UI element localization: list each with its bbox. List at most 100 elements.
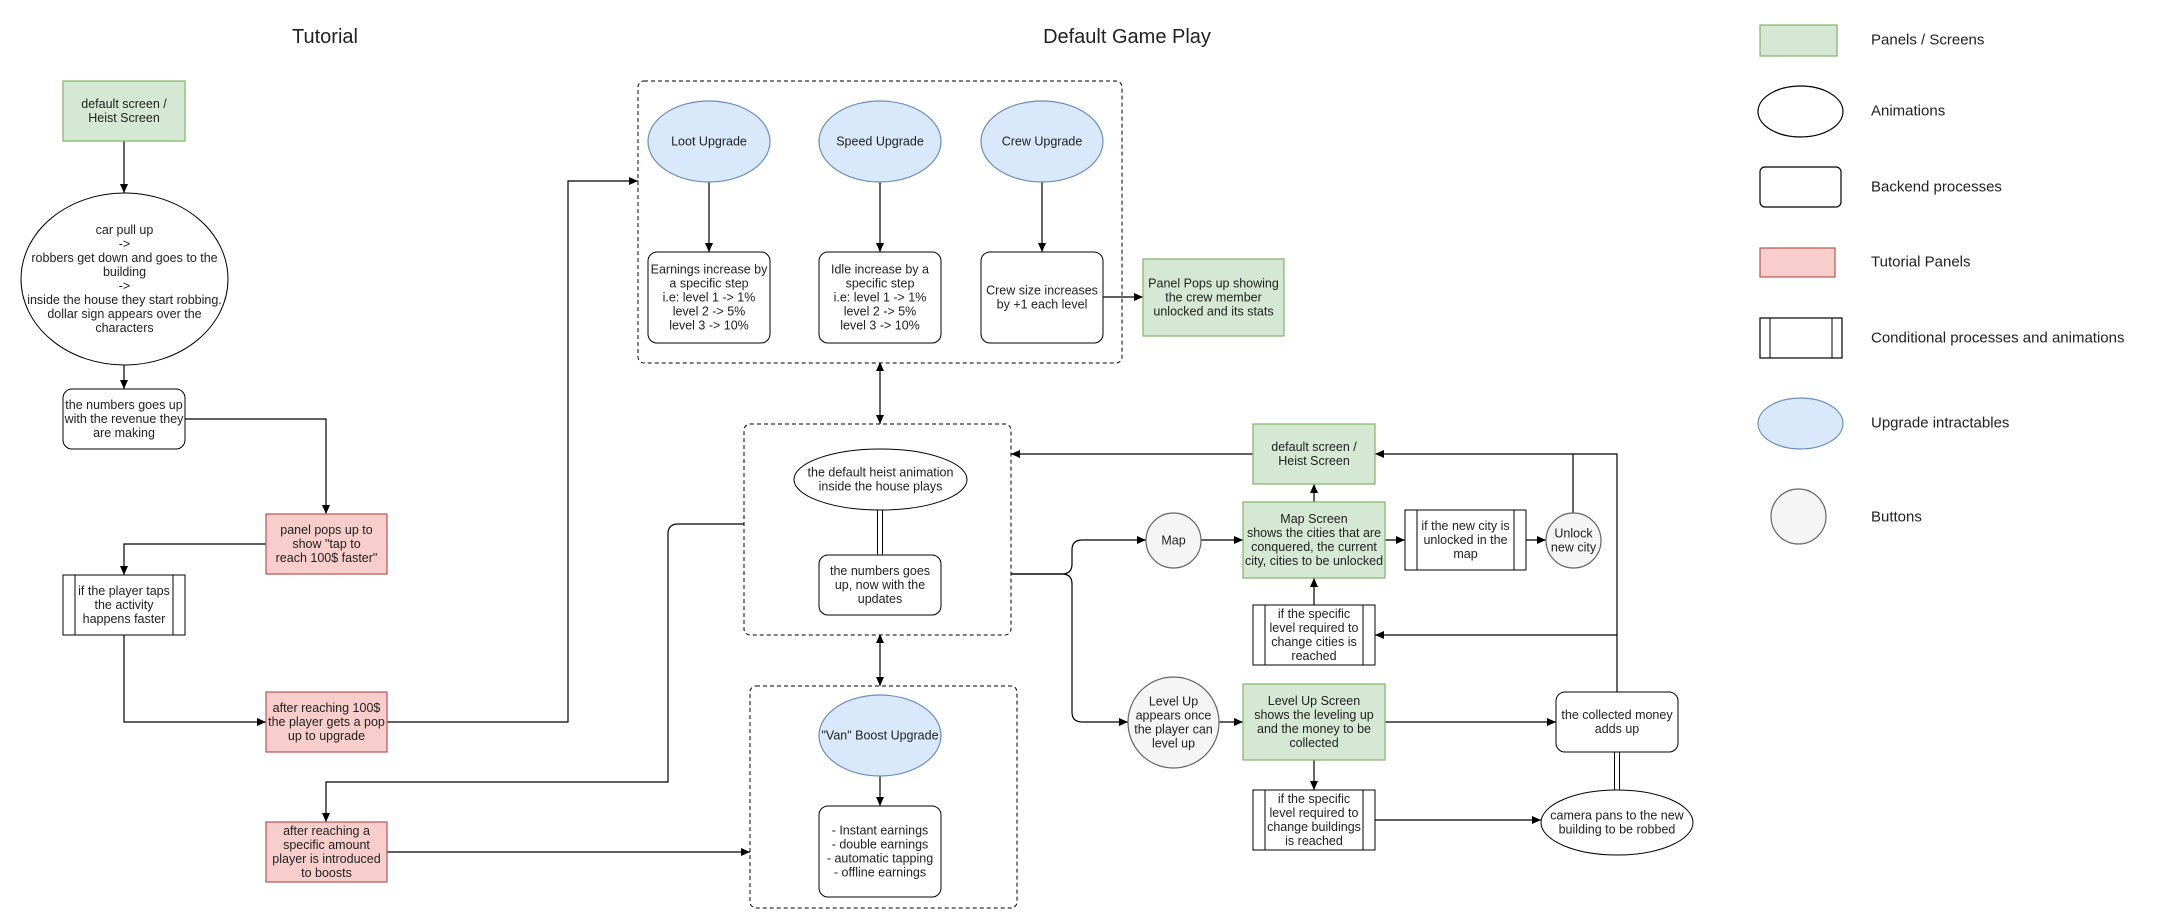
node-text-line: level 3 -> 10%: [840, 319, 920, 333]
legend-label: Backend processes: [1871, 179, 2002, 196]
node-text-line: the player gets a pop: [268, 715, 385, 729]
legend-swatch: [1759, 166, 1842, 208]
node-text-line: new city: [1551, 541, 1597, 555]
node-text-line: if the new city is: [1421, 519, 1509, 533]
legend-buttons: Buttons: [1770, 488, 1922, 545]
node-text-line: up to upgrade: [288, 729, 365, 743]
connector-arrow: [1573, 453, 1618, 692]
node-text-line: are making: [93, 426, 155, 440]
node-text-line: with the revenue they: [64, 412, 185, 426]
map-button[interactable]: Map: [1145, 512, 1202, 569]
node-text-line: shows the leveling up: [1254, 708, 1374, 722]
node-text-line: car pull up: [96, 223, 154, 237]
node-text-line: unlocked and its stats: [1153, 305, 1273, 319]
heist-default-screen: default screen /Heist Screen: [1252, 423, 1376, 485]
node-text-line: a specific step: [669, 277, 748, 291]
node-text-line: Level Up: [1149, 695, 1198, 709]
node-text-line: dollar sign appears over the: [47, 307, 201, 321]
node-text-line: up, now with the: [835, 578, 925, 592]
node-text-line: ->: [119, 237, 130, 251]
node-text-line: characters: [95, 321, 153, 335]
node-text-line: conquered, the current: [1251, 540, 1377, 554]
connector-layer: [120, 141, 1620, 856]
node-text-line: - offline earnings: [834, 866, 926, 880]
node-text-line: happens faster: [83, 612, 166, 626]
node-text-line: Level Up Screen: [1268, 694, 1360, 708]
node-text-line: Idle increase by a: [831, 263, 929, 277]
node-text-line: is reached: [1285, 834, 1343, 848]
legend-swatch: [1759, 247, 1836, 278]
node-text-line: Crew size increases: [986, 284, 1098, 298]
legend-label: Upgrade intractables: [1871, 415, 2009, 432]
node-text-line: - Instant earnings: [832, 824, 929, 838]
legend-conditional: Conditional processes and animations: [1759, 317, 2124, 359]
node-text-line: Loot Upgrade: [671, 135, 747, 149]
node-text-line: the default heist animation: [808, 466, 954, 480]
van-boost-upgrade[interactable]: "Van" Boost Upgrade: [818, 694, 942, 777]
earnings-increase-process: Earnings increase bya specific stepi.e: …: [647, 251, 771, 344]
node-text-line: Map: [1161, 534, 1185, 548]
node-text-line: camera pans to the new: [1550, 809, 1684, 823]
node-text-line: shows the cities that are: [1247, 526, 1381, 540]
boost-effects-process: - Instant earnings- double earnings- aut…: [818, 805, 942, 898]
node-text-line: the player can: [1134, 723, 1213, 737]
node-text-line: level 2 -> 5%: [844, 305, 917, 319]
node-text-line: after reaching 100$: [273, 701, 381, 715]
connector-arrow: [185, 418, 330, 514]
loot-upgrade[interactable]: Loot Upgrade: [647, 100, 771, 183]
connector-arrow: [120, 543, 266, 575]
speed-upgrade[interactable]: Speed Upgrade: [818, 100, 942, 183]
node-text-line: and the money to be: [1257, 722, 1371, 736]
node-text-line: level 3 -> 10%: [669, 319, 749, 333]
node-text-line: if the player taps: [78, 584, 170, 598]
node-text-line: the crew member: [1165, 291, 1262, 305]
node-text-line: reached: [1291, 649, 1336, 663]
node-text-line: if the specific: [1278, 792, 1350, 806]
node-text-line: by +1 each level: [997, 298, 1088, 312]
node-text-line: specific step: [846, 277, 915, 291]
legend-panels: Panels / Screens: [1759, 24, 1984, 57]
node-text-line: Heist Screen: [1278, 454, 1350, 468]
node-text-line: Map Screen: [1280, 512, 1347, 526]
legend-upgrade: Upgrade intractables: [1757, 397, 2009, 450]
legend-swatch: [1759, 317, 1843, 359]
connector-arrow: [387, 177, 638, 723]
node-text-line: updates: [858, 592, 902, 606]
node-text-line: Crew Upgrade: [1002, 135, 1083, 149]
tutorial-header: Tutorial: [292, 26, 358, 48]
node-text-line: city, cities to be unlocked: [1245, 554, 1383, 568]
node-text-line: unlocked in the: [1423, 533, 1507, 547]
tutorial-default-screen: default screen /Heist Screen: [62, 80, 186, 142]
node-text-line: robbers get down and goes to the: [31, 251, 217, 265]
node-text-line: the activity: [94, 598, 154, 612]
legend-swatch: [1759, 24, 1838, 57]
legend-swatch: [1757, 85, 1844, 138]
node-text-line: inside the house plays: [819, 480, 943, 494]
legend-backend: Backend processes: [1759, 166, 2002, 208]
node-text-line: reach 100$ faster": [276, 551, 378, 565]
crew-upgrade[interactable]: Crew Upgrade: [980, 100, 1104, 183]
node-text-line: Unlock: [1554, 527, 1593, 541]
node-text-line: the collected money: [1561, 708, 1673, 722]
node-text-line: specific amount: [283, 838, 370, 852]
node-text-line: default screen /: [1271, 440, 1357, 454]
node-text-line: inside the house they start robbing.: [27, 293, 222, 307]
node-text-line: Panel Pops up showing: [1148, 277, 1279, 291]
node-text-line: level required to: [1270, 621, 1359, 635]
node-text-line: ->: [119, 279, 130, 293]
legend-tutorial: Tutorial Panels: [1759, 247, 1971, 278]
connector-arrow: [123, 635, 266, 726]
legend-label: Buttons: [1871, 509, 1922, 526]
